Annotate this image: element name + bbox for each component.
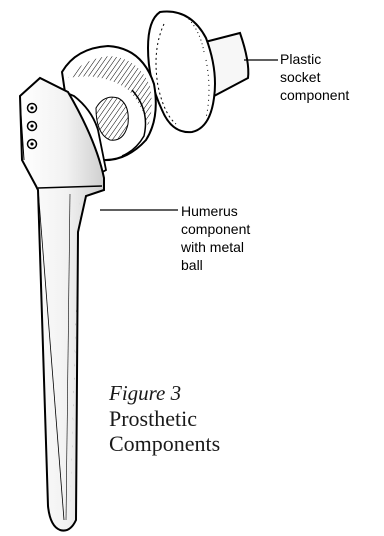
figure-title: Prosthetic Components <box>109 406 220 456</box>
plastic-socket-component <box>148 12 248 133</box>
socket-label-line-3: component <box>280 86 349 104</box>
humerus-component-label: Humerus component with metal ball <box>181 202 250 274</box>
humerus-label-line-3: with metal <box>181 238 250 256</box>
humerus-label-line-1: Humerus <box>181 202 250 220</box>
figure-title-line-2: Components <box>109 431 220 456</box>
humerus-label-line-2: component <box>181 220 250 238</box>
humerus-stem <box>20 78 104 531</box>
figure-number: Figure 3 <box>109 380 220 406</box>
socket-component-label: Plastic socket component <box>280 50 349 104</box>
socket-label-line-2: socket <box>280 68 349 86</box>
figure-title-line-1: Prosthetic <box>109 406 220 431</box>
socket-label-line-1: Plastic <box>280 50 349 68</box>
humerus-label-line-4: ball <box>181 256 250 274</box>
figure-caption: Figure 3 Prosthetic Components <box>109 380 220 456</box>
